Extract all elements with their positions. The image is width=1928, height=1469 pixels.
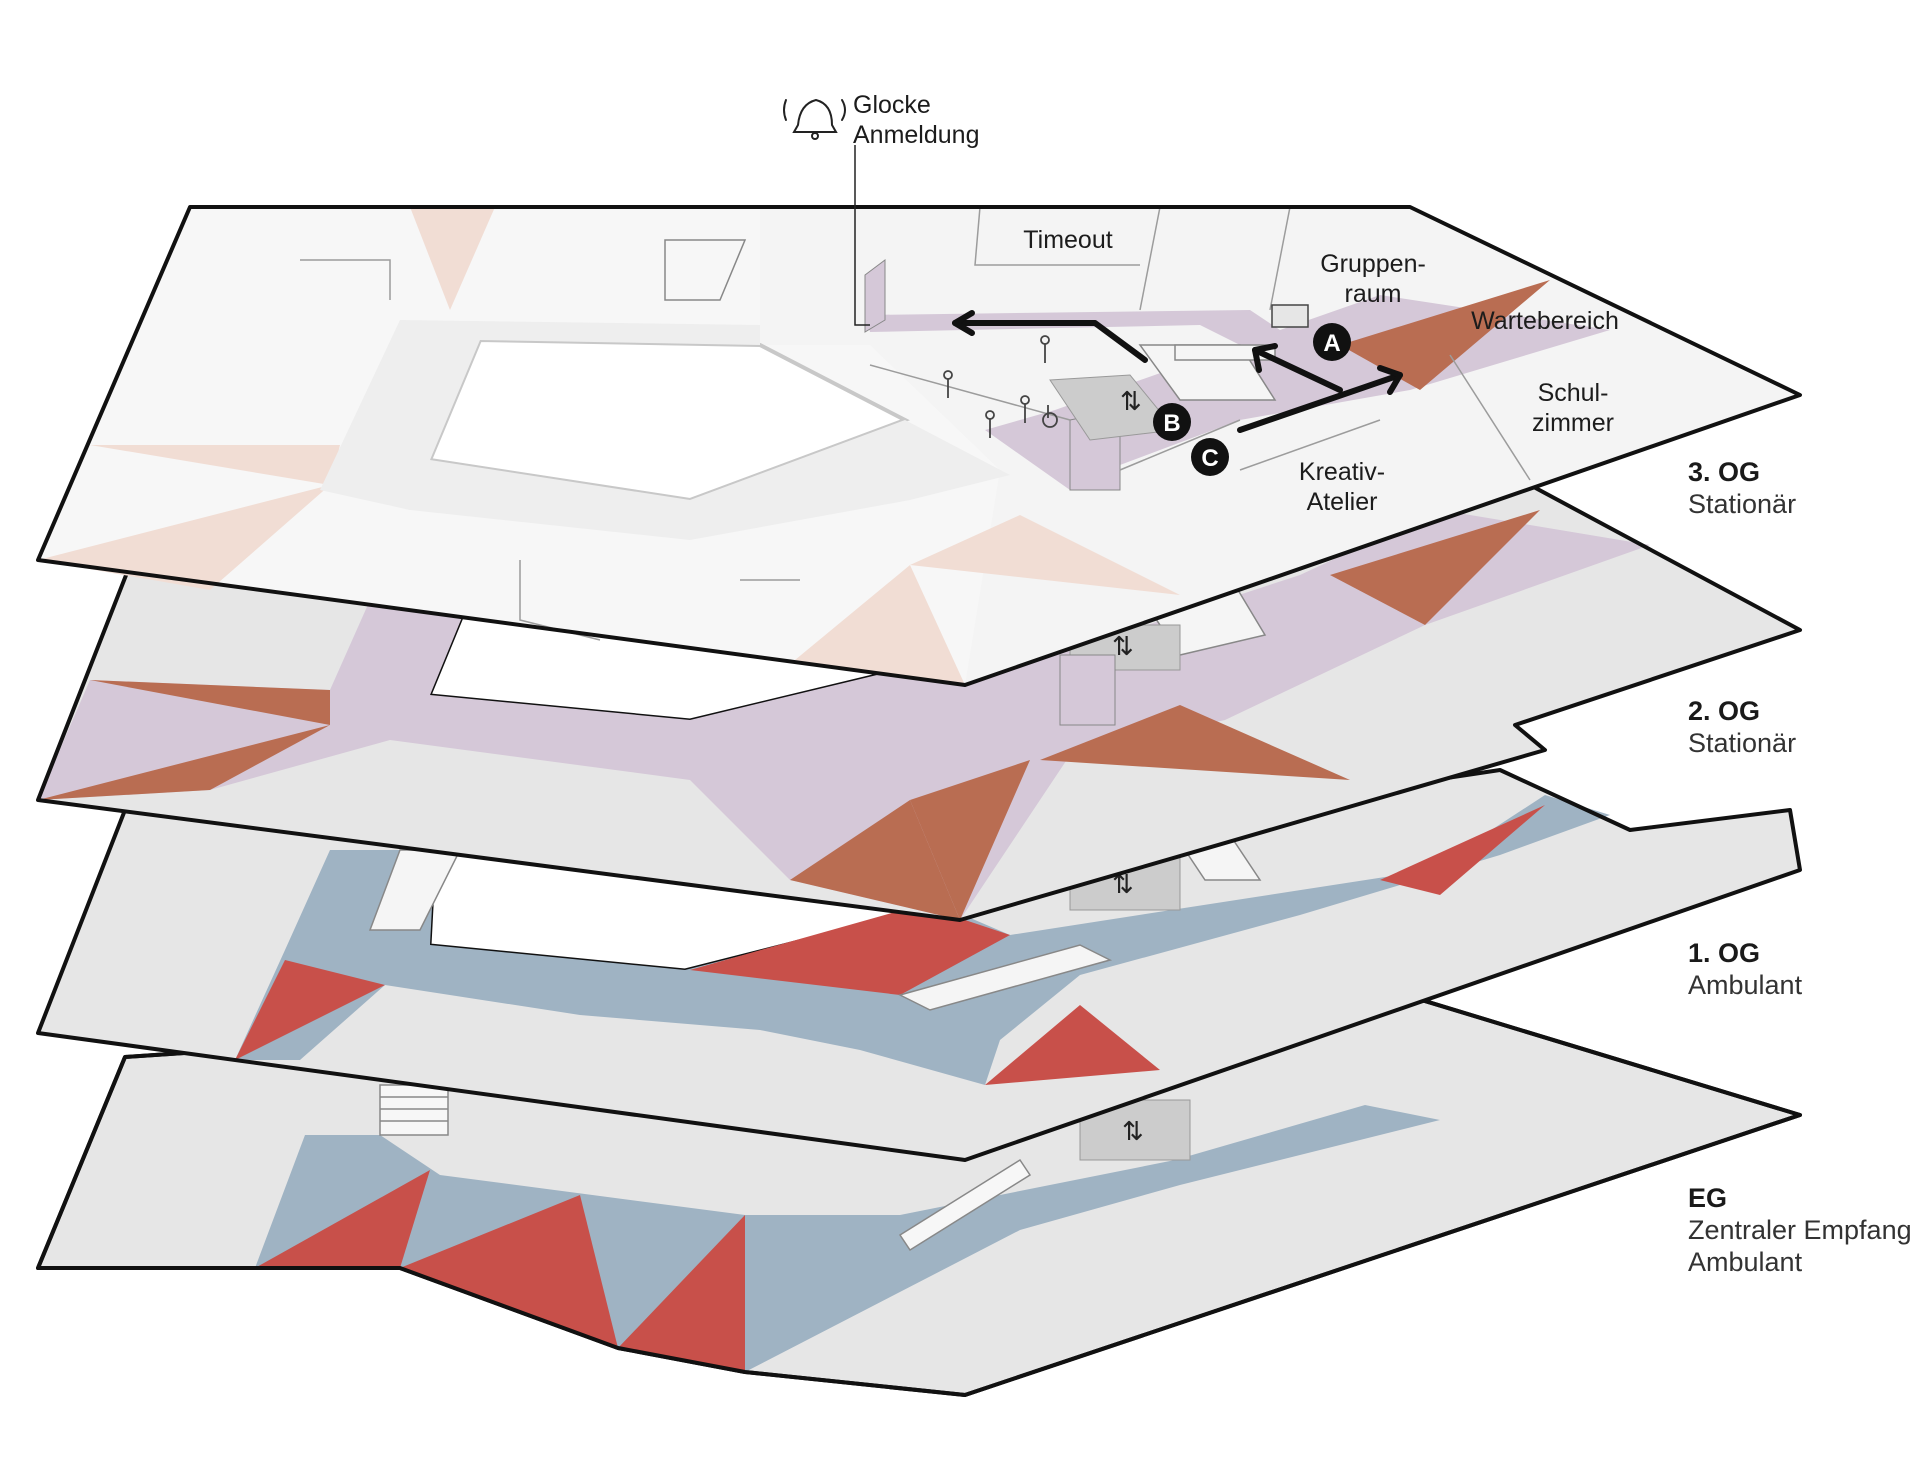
route-arrow-a: [952, 320, 1148, 363]
floor-eg-accent: [400, 1195, 618, 1348]
marker-c: C: [1191, 438, 1229, 476]
route-arrows: [952, 310, 1403, 433]
floor-2og-outline: [36, 483, 1802, 922]
wheelchair-icon: [1042, 405, 1058, 428]
floor-label-3og: 3. OG: [1688, 457, 1760, 487]
floor-eg-elevator-icon: ⇅: [1122, 1116, 1144, 1146]
people-icons: [943, 335, 1058, 438]
floor-1og-accent: [985, 1005, 1160, 1085]
floor-3og-faded-accent: [38, 485, 330, 590]
floor-3og-corridor-wall: [864, 259, 886, 333]
room-label-wartebereich: Wartebereich: [1471, 307, 1619, 335]
floor-3og-faded-accent: [410, 207, 495, 310]
floor-eg-accent: [618, 1215, 745, 1372]
marker-a: A: [1313, 323, 1351, 361]
floor-3og-outline: [36, 205, 1802, 687]
floor-eg-stairs: [379, 1084, 1032, 1252]
floor-3og-faded-accent: [910, 515, 1180, 595]
floor-eg-accent: [255, 1170, 430, 1268]
floor-3og-faded-accent: [90, 445, 340, 485]
person-icon: [943, 370, 953, 398]
floor-sub-1og: Ambulant: [1688, 970, 1803, 1000]
floor-label-2og: 2. OG: [1688, 696, 1760, 726]
floor-2og-accent: [38, 725, 330, 800]
person-icon: [1020, 395, 1030, 423]
floor-3og-elevator-icon: ⇅: [1120, 386, 1142, 416]
floor-3og-stairs: [664, 239, 1277, 401]
floor-2og-accent: [1330, 510, 1540, 625]
floor-3og-faded-accent: [795, 565, 965, 685]
callout-label-line1: Glocke: [853, 91, 931, 119]
floor-1og-accent: [1380, 805, 1545, 895]
room-label-gruppenraum-2: raum: [1345, 280, 1402, 308]
bell-device: [1271, 304, 1309, 328]
floor-label-1og: 1. OG: [1688, 938, 1760, 968]
floor-sub-2og: Stationär: [1688, 728, 1796, 758]
floor-sub-3og: Stationär: [1688, 489, 1796, 519]
room-label-schulzimmer-2: zimmer: [1532, 409, 1614, 437]
room-label-kreativ-2: Atelier: [1307, 488, 1378, 516]
floor-2og-accent: [90, 680, 330, 725]
floor-2og-elevator-wall: [1059, 654, 1116, 726]
callout-label-line2: Anmeldung: [853, 121, 979, 149]
floor-2og-accent: [1040, 705, 1350, 780]
floor-3og-faded-corridor: [320, 320, 1010, 540]
bell-callout: Glocke Anmeldung: [783, 91, 979, 326]
person-icon: [985, 410, 995, 438]
floor-2og-elevator-icon: ⇅: [1112, 631, 1134, 661]
marker-b: B: [1153, 403, 1191, 441]
route-arrow-c: [1237, 372, 1403, 433]
bell-icon: [783, 98, 846, 140]
route-arrow-c-head: [1377, 365, 1403, 395]
callout-leader-line: [854, 145, 870, 326]
route-arrow-a-head: [952, 310, 975, 336]
floor-1og: ⇅: [36, 768, 1802, 1162]
floor-label-eg: EG: [1688, 1183, 1727, 1213]
route-arrow-b-head: [1252, 343, 1278, 373]
room-label-kreativ-1: Kreativ-: [1299, 458, 1385, 486]
floor-labels: 3. OG Stationär 2. OG Stationär 1. OG Am…: [1688, 457, 1912, 1277]
floor-sub2-eg: Ambulant: [1688, 1247, 1803, 1277]
room-label-gruppenraum-1: Gruppen-: [1320, 250, 1426, 278]
floor-1og-accent: [235, 960, 385, 1060]
floor-3og: ⇅: [36, 205, 1802, 687]
floor-sub-eg: Zentraler Empfang: [1688, 1215, 1912, 1245]
marker-b-label: B: [1163, 410, 1180, 437]
floor-2og-accent: [910, 760, 1030, 920]
floor-1og-elevator-icon: ⇅: [1112, 869, 1134, 899]
floor-1og-accent: [690, 905, 1010, 995]
floor-2og-accent: [790, 800, 960, 920]
marker-a-label: A: [1323, 330, 1340, 357]
route-arrow-b: [1252, 347, 1343, 393]
person-icon: [1040, 335, 1050, 363]
room-label-timeout: Timeout: [1023, 226, 1112, 254]
floor-3og-accent: [1340, 280, 1550, 390]
room-label-schulzimmer-1: Schul-: [1538, 379, 1609, 407]
marker-c-label: C: [1201, 445, 1218, 472]
